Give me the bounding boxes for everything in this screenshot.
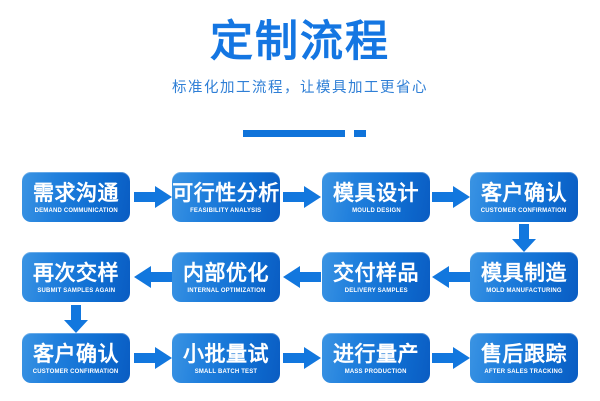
flow-node-after-sales-tracking[interactable]: 售后跟踪 AFTER SALES TRACKING [470, 333, 578, 383]
arrow-right-icon [432, 186, 470, 208]
flow-node-label-cn: 可行性分析 [172, 180, 280, 205]
arrow-right-icon [283, 347, 321, 369]
flow-node-label-cn: 售后跟踪 [481, 341, 567, 366]
arrow-left-icon [134, 266, 172, 288]
flow-node-label-en: SMALL BATCH TEST [194, 367, 258, 375]
header: 定制流程 标准化加工流程，让模具加工更省心 [0, 0, 600, 98]
flow-node-label-en: MASS PRODUCTION [345, 367, 407, 375]
flow-node-label-cn: 再次交样 [33, 260, 119, 285]
flow-node-label-en: SUBMIT SAMPLES AGAIN [37, 286, 115, 294]
flow-node-label-cn: 内部优化 [183, 260, 269, 285]
flow-node-label-en: MOULD DESIGN [351, 206, 401, 214]
flow-node-label-cn: 客户确认 [33, 341, 119, 366]
page-subtitle: 标准化加工流程，让模具加工更省心 [172, 80, 428, 96]
arrow-right-icon [283, 186, 321, 208]
flow-node-label-en: AFTER SALES TRACKING [484, 367, 564, 375]
flow-node-customer-confirmation-1[interactable]: 客户确认 CUSTOMER CONFIRMATION [470, 172, 578, 222]
flow-node-submit-samples-again[interactable]: 再次交样 SUBMIT SAMPLES AGAIN [22, 252, 130, 302]
flow-node-mold-manufacturing[interactable]: 模具制造 MOLD MANUFACTURING [470, 252, 578, 302]
flow-row-1: 需求沟通 DEMAND COMMUNICATION 可行性分析 FEASIBIL… [0, 172, 600, 222]
arrow-right-icon [134, 186, 172, 208]
flow-node-delivery-samples[interactable]: 交付样品 DELIVERY SAMPLES [322, 252, 430, 302]
arrow-left-icon [432, 266, 470, 288]
arrow-right-icon [134, 347, 172, 369]
flow-node-label-en: DEMAND COMMUNICATION [34, 206, 118, 214]
arrow-left-icon [283, 266, 321, 288]
flow-node-label-cn: 进行量产 [333, 341, 419, 366]
flow-node-feasibility-analysis[interactable]: 可行性分析 FEASIBILITY ANALYSIS [172, 172, 280, 222]
flow-node-label-cn: 交付样品 [333, 260, 419, 285]
flow-row-2: 再次交样 SUBMIT SAMPLES AGAIN 内部优化 INTERNAL … [0, 252, 600, 302]
arrow-down-icon [512, 224, 536, 252]
divider-dot [354, 130, 366, 137]
flow-node-label-cn: 小批量试 [183, 341, 269, 366]
flow-node-demand-communication[interactable]: 需求沟通 DEMAND COMMUNICATION [22, 172, 130, 222]
flow-node-label-cn: 客户确认 [481, 180, 567, 205]
flow-node-label-cn: 模具设计 [333, 180, 419, 205]
flow-node-label-en: FEASIBILITY ANALYSIS [190, 206, 262, 214]
flow-node-small-batch-test[interactable]: 小批量试 SMALL BATCH TEST [172, 333, 280, 383]
flow-node-customer-confirmation-2[interactable]: 客户确认 CUSTOMER CONFIRMATION [22, 333, 130, 383]
flow-node-label-cn: 需求沟通 [33, 180, 119, 205]
divider-bar [243, 130, 345, 137]
flow-node-label-cn: 模具制造 [481, 260, 567, 285]
arrow-down-icon [64, 305, 88, 333]
flow-node-label-en: INTERNAL OPTIMIZATION [186, 286, 266, 294]
flow-node-label-en: CUSTOMER CONFIRMATION [481, 206, 567, 214]
header-divider [0, 130, 600, 138]
flow-node-mass-production[interactable]: 进行量产 MASS PRODUCTION [322, 333, 430, 383]
flow-node-label-en: CUSTOMER CONFIRMATION [33, 367, 119, 375]
flow-node-label-en: MOLD MANUFACTURING [486, 286, 562, 294]
arrow-right-icon [432, 347, 470, 369]
flow-node-internal-optimization[interactable]: 内部优化 INTERNAL OPTIMIZATION [172, 252, 280, 302]
flow-node-label-en: DELIVERY SAMPLES [344, 286, 408, 294]
flow-row-3: 客户确认 CUSTOMER CONFIRMATION 小批量试 SMALL BA… [0, 333, 600, 383]
flow-node-mould-design[interactable]: 模具设计 MOULD DESIGN [322, 172, 430, 222]
page-title: 定制流程 [210, 17, 390, 67]
